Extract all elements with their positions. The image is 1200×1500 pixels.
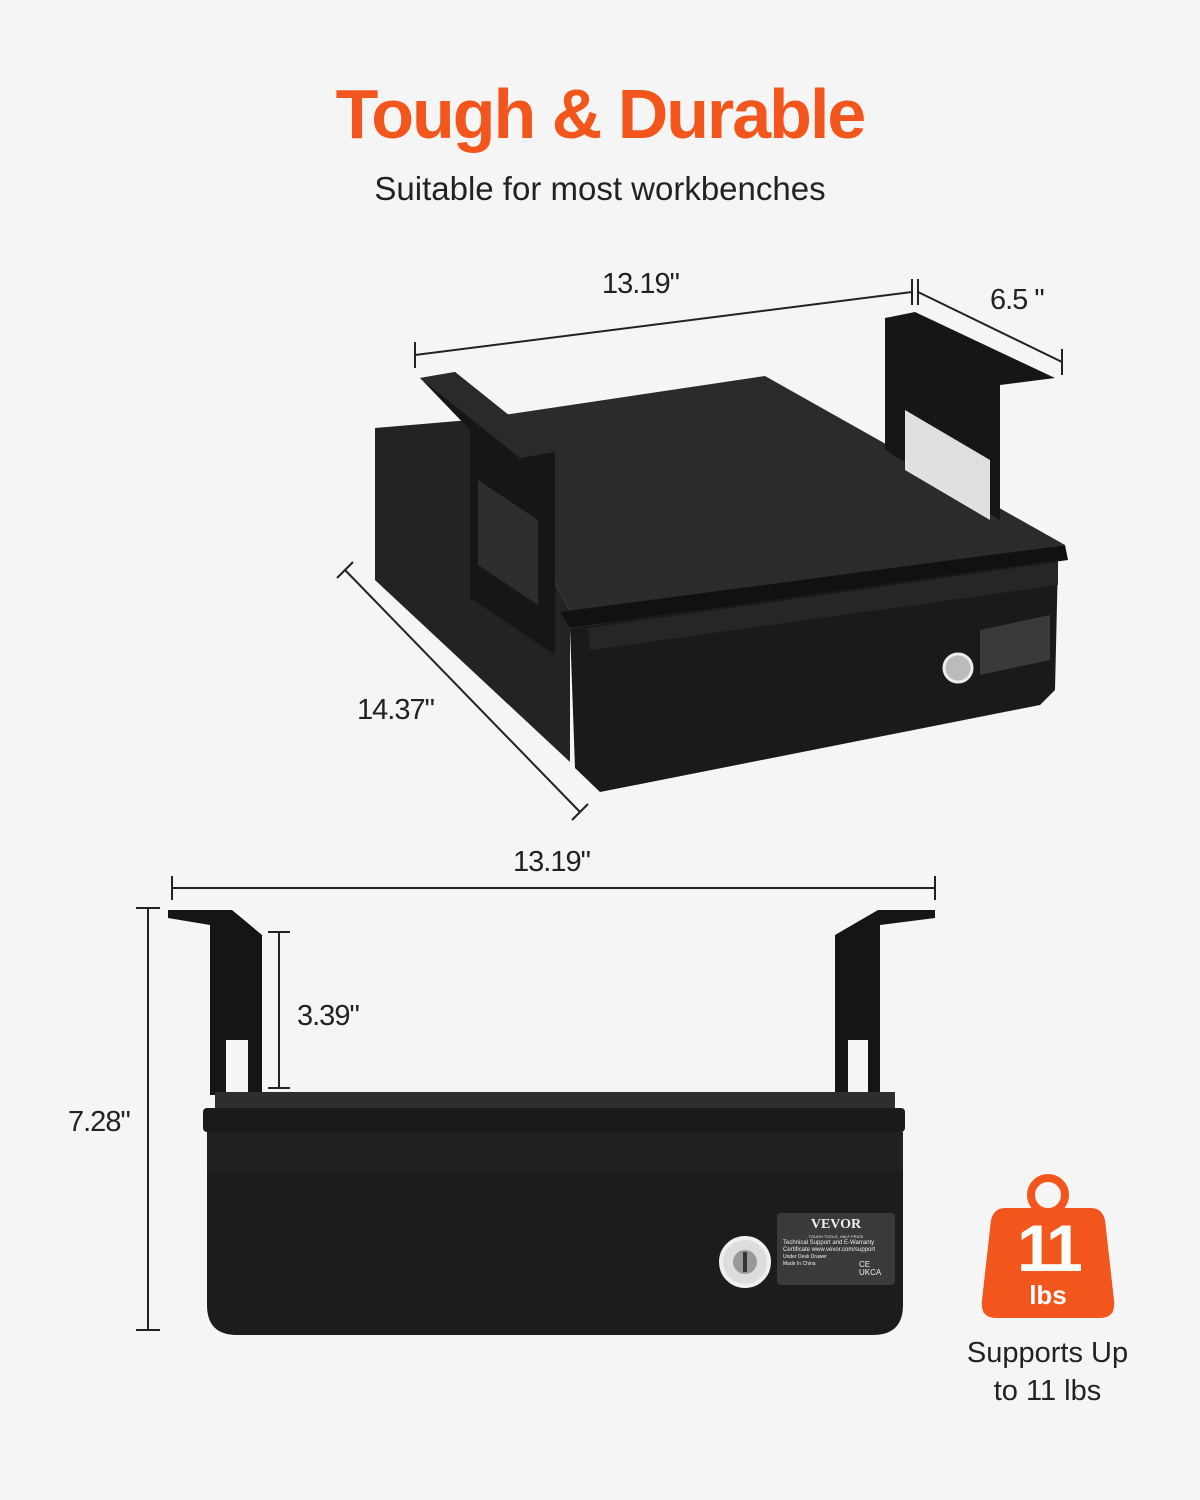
dimension-lines-front	[136, 876, 936, 1331]
page-title: Tough & Durable	[335, 75, 867, 153]
depth-label: 14.37"	[357, 694, 435, 726]
height-label: 7.28"	[68, 1106, 131, 1138]
page-subtitle: Suitable for most workbenches	[374, 170, 826, 207]
caption-line1: Supports Up	[966, 1337, 1129, 1369]
lock-icon	[719, 1236, 771, 1288]
label-marks: CE UKCA	[859, 1260, 882, 1277]
label-line1: Technical Support and E-Warranty	[783, 1240, 875, 1246]
brand-logo: VEVOR	[810, 1217, 862, 1232]
bracket-height-label: 3.39"	[297, 1000, 360, 1032]
label-tagline: TOUGH TOOLS, HALF PRICE	[808, 1234, 864, 1239]
drawer-isometric	[375, 312, 1068, 792]
bracket-width-label: 6.5 "	[990, 284, 1045, 316]
product-label: VEVOR TOUGH TOOLS, HALF PRICE Technical …	[777, 1213, 895, 1285]
drawer-front-view	[168, 910, 935, 1335]
caption-line2: to 11 lbs	[993, 1375, 1102, 1407]
front-width-label: 13.19"	[513, 846, 591, 878]
weight-number: 11	[1017, 1211, 1083, 1285]
label-line2: Certificate www.vevor.com/support	[783, 1247, 876, 1253]
weight-caption: Supports Up to 11 lbs	[940, 1334, 1155, 1410]
weight-unit: lbs	[1029, 1280, 1067, 1310]
label-line4: Made In China	[783, 1261, 816, 1267]
weight-icon	[981, 1174, 1115, 1318]
label-line3: Under Desk Drawer	[783, 1254, 827, 1260]
dimension-lines-top	[336, 279, 1063, 821]
top-width-label: 13.19"	[602, 268, 680, 300]
